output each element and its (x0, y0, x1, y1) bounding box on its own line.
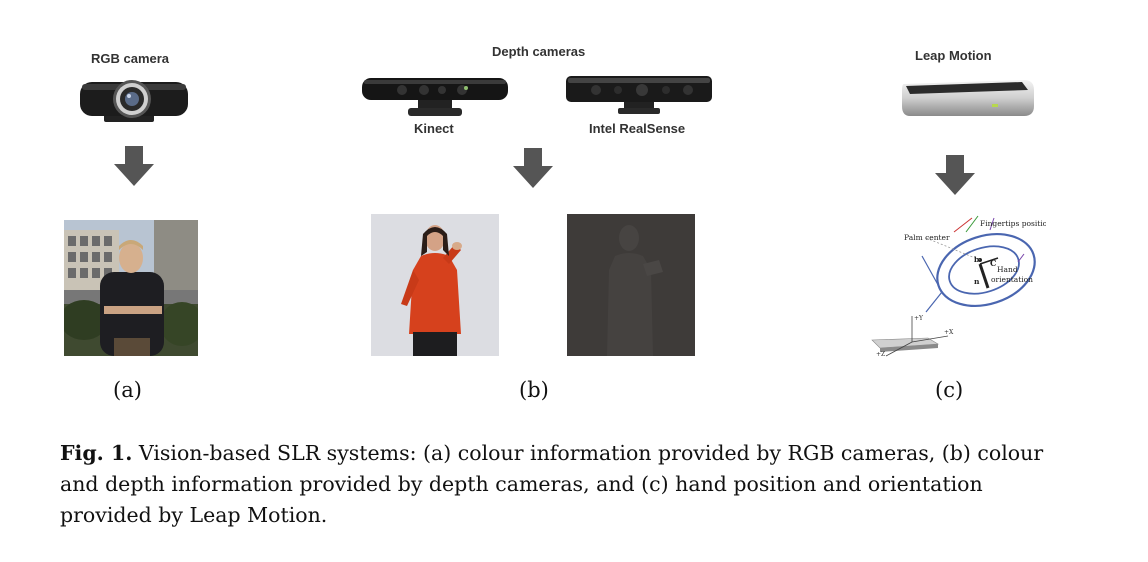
leap-motion-diagram: Palm center Fingertips position b C Hand… (862, 212, 1046, 362)
down-arrow-icon (114, 146, 154, 186)
down-arrow-icon (513, 148, 553, 188)
panel-label-b: (b) (519, 378, 549, 402)
orientation-text: orientation (991, 275, 1033, 284)
hand-text: Hand (997, 265, 1018, 274)
panel-label-c: (c) (935, 378, 964, 402)
axis-y-text: +Y (914, 315, 924, 322)
leap-motion-label: Leap Motion (915, 48, 992, 63)
figure-caption: Fig. 1. Vision-based SLR systems: (a) co… (60, 438, 1060, 531)
intel-realsense-image (566, 74, 712, 125)
panel-label-a: (a) (113, 378, 142, 402)
axis-z-text: +Z (876, 351, 885, 358)
kinect-image (362, 72, 508, 127)
axis-x-text: +X (944, 329, 954, 336)
caption-text: Vision-based SLR systems: (a) colour inf… (60, 441, 1044, 527)
kinect-label: Kinect (414, 121, 454, 136)
depth-cameras-label: Depth cameras (492, 44, 586, 59)
fingertips-text: Fingertips position (980, 219, 1046, 228)
point-b-text: b (974, 255, 979, 264)
caption-label: Fig. 1. (60, 441, 133, 465)
intel-realsense-label: Intel RealSense (589, 121, 686, 136)
down-arrow-icon (935, 155, 975, 195)
rgb-camera-image (78, 74, 190, 131)
rgb-photo (64, 220, 198, 356)
point-c-text: C (990, 258, 996, 268)
palm-center-text: Palm center (904, 233, 950, 242)
color-photo (371, 214, 499, 356)
point-n-text: n (974, 277, 980, 286)
depth-photo (567, 214, 695, 356)
rgb-camera-label: RGB camera (91, 51, 170, 66)
leap-motion-image (900, 76, 1036, 125)
